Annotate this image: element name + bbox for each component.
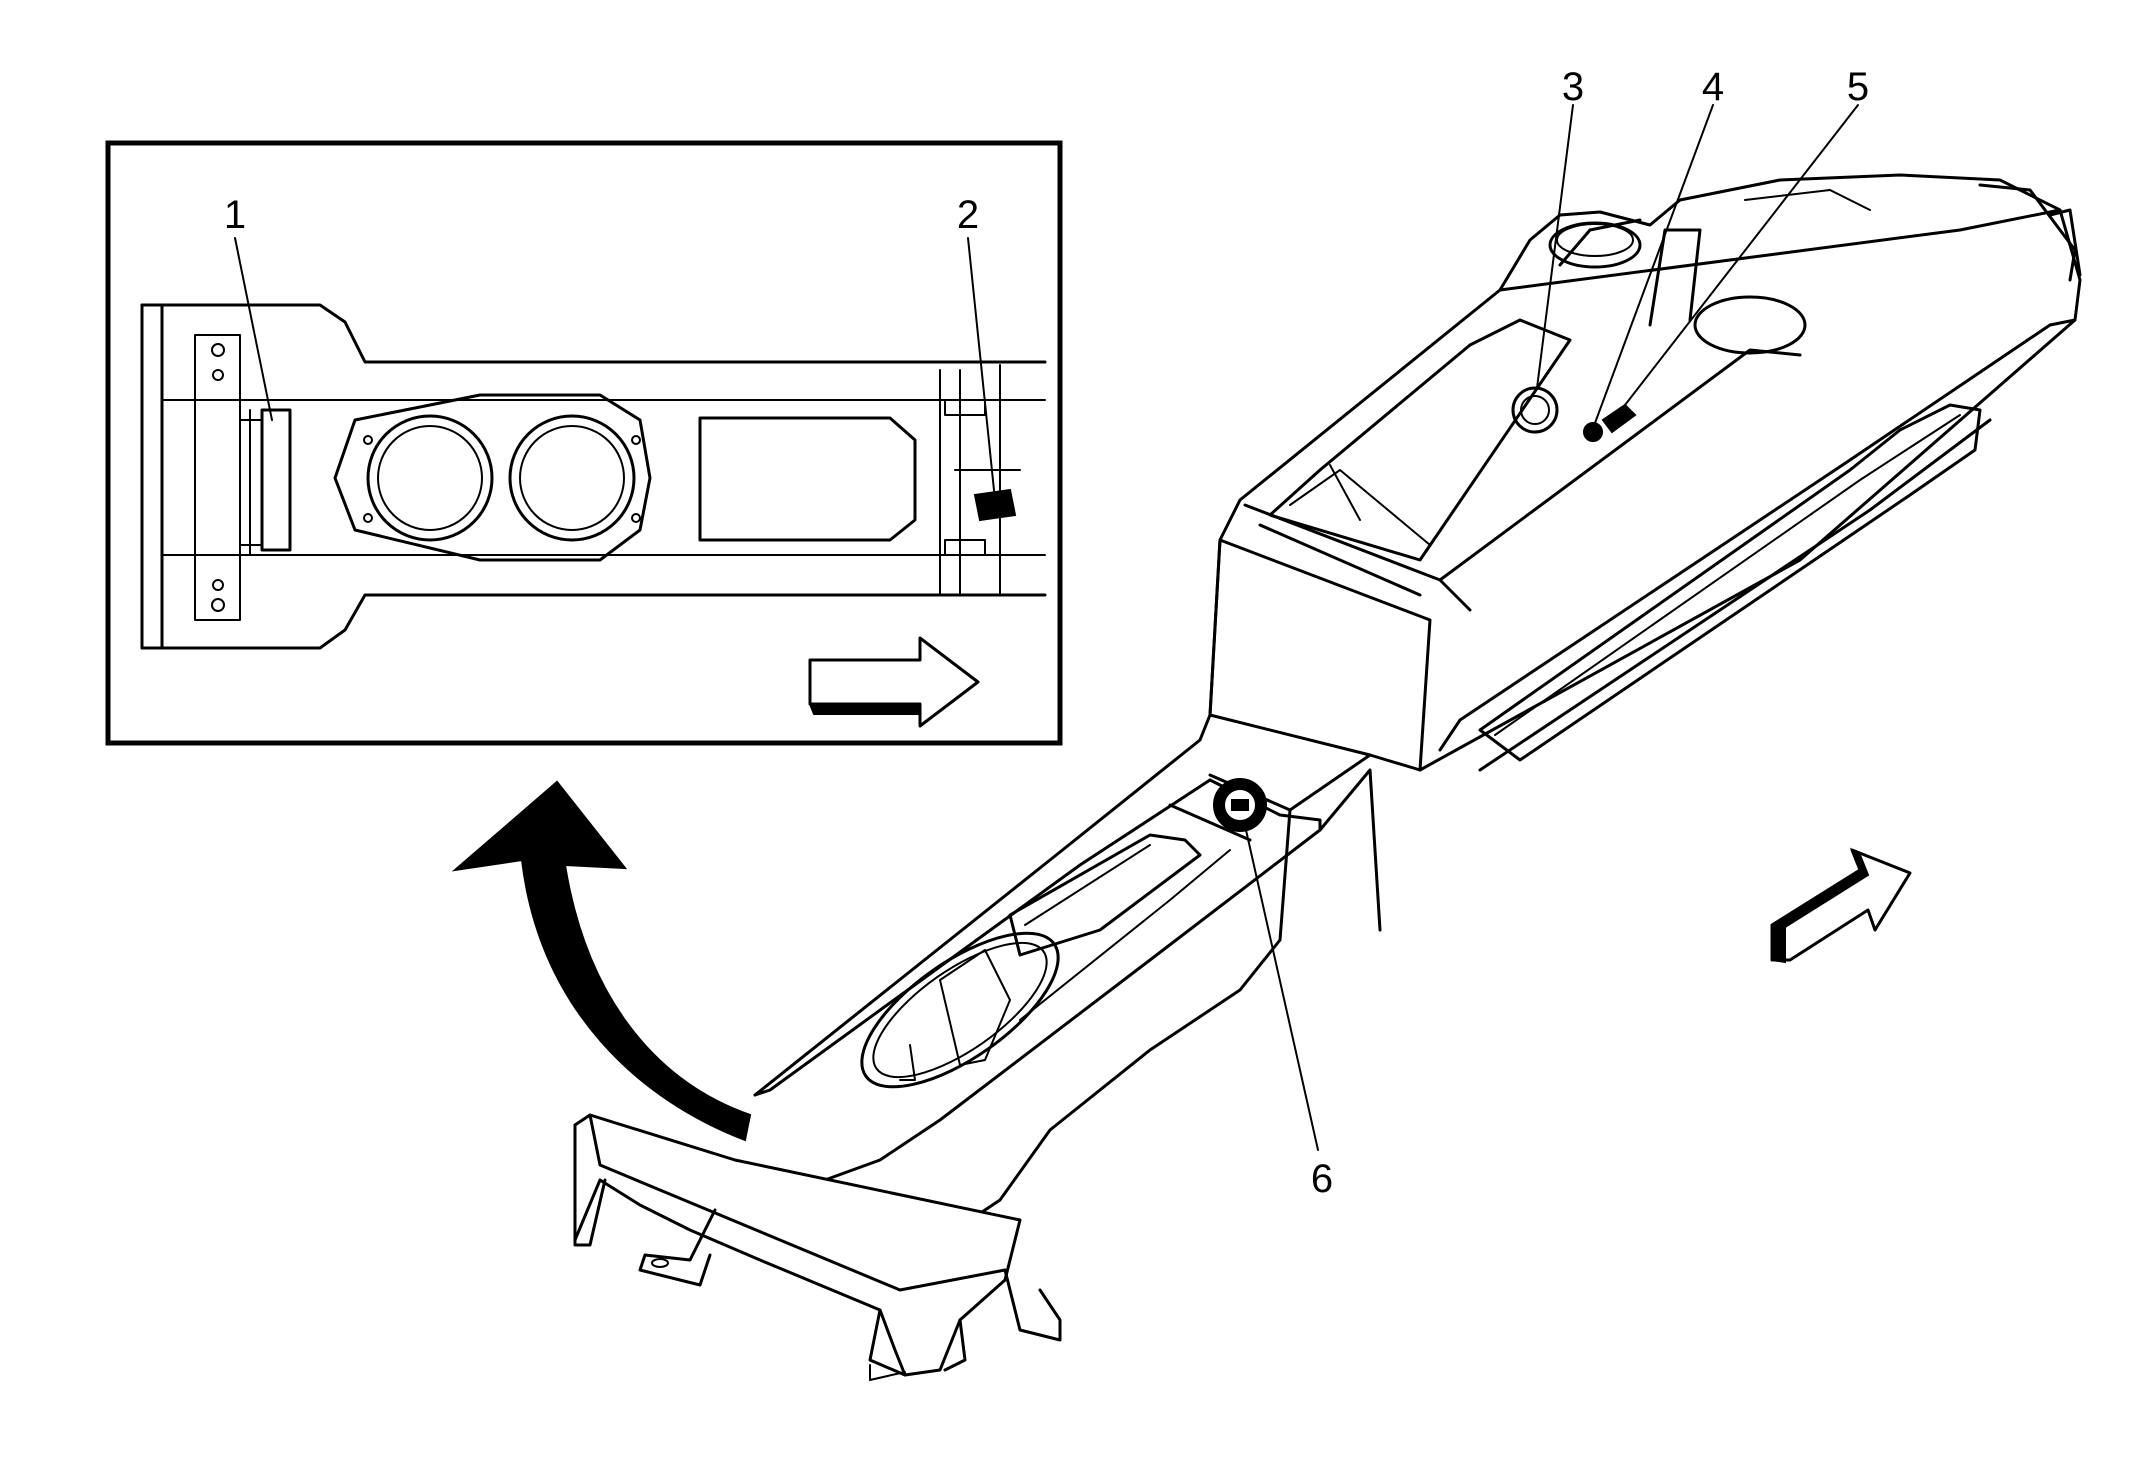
leader-1: [234, 237, 273, 421]
callout-5: 5: [1847, 65, 1869, 109]
callout-3: 3: [1562, 65, 1584, 109]
right-arrow-icon: [808, 636, 980, 728]
leader-3: [1536, 104, 1574, 389]
callout-2: 2: [957, 193, 979, 237]
leader-6: [1245, 829, 1319, 1151]
leader-2: [967, 237, 996, 501]
callout-labels: 1 2 3 4 5 6: [224, 65, 1869, 1201]
forward-arrow-icon: [1770, 847, 1912, 964]
accessory-outlet-4: [1583, 422, 1603, 442]
callout-4: 4: [1702, 65, 1724, 109]
leader-4: [1594, 104, 1714, 424]
curved-arrow-icon: [451, 780, 752, 1142]
accessory-outlet-5: [1601, 403, 1637, 434]
accessory-outlet-3: [1511, 386, 1559, 434]
callout-1: 1: [224, 193, 246, 237]
inset-detail-view: [105, 140, 1063, 746]
floor-console: [573, 173, 2082, 1381]
leader-5: [1624, 104, 1859, 406]
console-underside: [140, 303, 1047, 650]
cupholder: [860, 931, 1060, 1089]
callout-6: 6: [1311, 1157, 1333, 1201]
leader-lines: [234, 104, 1859, 1151]
power-outlet-6: [1213, 778, 1267, 832]
